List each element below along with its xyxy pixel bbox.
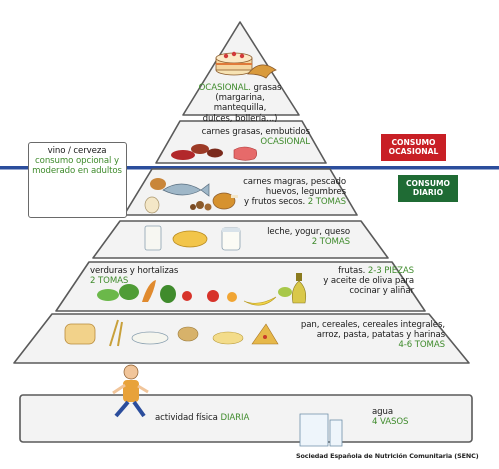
badge-occasional bbox=[381, 134, 446, 161]
base-activity-tag: DIARIA bbox=[220, 413, 250, 423]
vegetables-icon bbox=[97, 280, 192, 303]
cake-icon bbox=[215, 51, 253, 76]
tier-top-line3: dulces, bollería...) bbox=[202, 113, 278, 124]
wine-line3: moderado en adultos bbox=[32, 166, 122, 177]
tier-dairy bbox=[92, 220, 389, 259]
badge-daily-line1: CONSUMO bbox=[405, 179, 451, 188]
ham-icon bbox=[233, 146, 257, 161]
badge-occasional-text: CONSUMO OCASIONAL bbox=[381, 138, 446, 156]
tier-veg-line1: verduras y hortalizas bbox=[90, 266, 179, 276]
tier-proteins-tag: 2 TOMAS bbox=[307, 197, 346, 208]
tier-base bbox=[19, 394, 473, 443]
tier-dairy-tag: 2 TOMAS bbox=[311, 237, 350, 248]
egg-icon bbox=[144, 196, 160, 214]
tier-meats-text: carnes grasas, embutidos OCASIONAL bbox=[185, 127, 310, 147]
tier-veg-tag: 2 TOMAS bbox=[90, 276, 129, 287]
potatoes-icon bbox=[177, 326, 199, 342]
badge-occasional-line2: OCASIONAL bbox=[388, 146, 439, 156]
tier-meats-tag: OCASIONAL bbox=[260, 137, 310, 148]
cheese-icon bbox=[172, 230, 208, 248]
croissant-icon bbox=[247, 64, 277, 79]
tier-cereals-line2: arroz, pasta, patatas y harinas bbox=[316, 330, 445, 341]
divider-line bbox=[0, 166, 499, 170]
bread-icon bbox=[64, 323, 96, 345]
base-water: agua bbox=[372, 407, 394, 417]
wine-note-text: vino / cerveza consumo opcional y modera… bbox=[30, 146, 124, 177]
tier-proteins bbox=[123, 168, 358, 216]
credit-text: Sociedad Española de Nutrición Comunitar… bbox=[296, 452, 479, 460]
wheat-icon bbox=[109, 319, 123, 347]
badge-occasional-line1: CONSUMO bbox=[391, 138, 436, 147]
tier-veg-text: verduras y hortalizas 2 TOMAS bbox=[90, 266, 200, 286]
tier-fruit-line2: y aceite de oliva para bbox=[323, 276, 414, 287]
water-jug-icon bbox=[299, 413, 343, 447]
wine-line1: vino / cerveza bbox=[47, 146, 107, 156]
runner-icon bbox=[112, 364, 149, 418]
wine-note-box bbox=[28, 142, 127, 218]
badge-daily bbox=[398, 175, 458, 202]
tier-proteins-line3: y frutos secos. bbox=[243, 197, 306, 208]
tier-meats-line1: carnes grasas, embutidos bbox=[201, 127, 310, 137]
tier-dairy-line1: leche, yogur, queso bbox=[267, 227, 350, 237]
tier-top-rest: grasas bbox=[250, 83, 282, 93]
tier-top-text: OCASIONAL. grasas (margarina, mantequill… bbox=[188, 83, 292, 124]
base-activity: actividad física bbox=[155, 413, 218, 423]
nuts-icon bbox=[190, 201, 212, 211]
tier-fruit-line3: cocinar y aliñar bbox=[349, 286, 414, 297]
pasta-icon bbox=[212, 331, 244, 345]
wine-line2: consumo opcional y bbox=[35, 156, 119, 167]
olive-oil-icon bbox=[291, 273, 307, 304]
fish-icon bbox=[162, 183, 210, 197]
tier-proteins-line2: huevos, legumbres bbox=[265, 187, 346, 198]
rice-icon bbox=[131, 331, 169, 345]
tier-fruit-line1: frutas. bbox=[338, 266, 366, 276]
chicken-icon bbox=[212, 192, 238, 210]
base-water-tag: 4 VASOS bbox=[372, 417, 409, 428]
tier-dairy-text: leche, yogur, queso 2 TOMAS bbox=[245, 227, 350, 247]
base-water-text: agua 4 VASOS bbox=[372, 407, 432, 427]
tier-top-tag: OCASIONAL. bbox=[198, 83, 251, 93]
fruits-icon bbox=[207, 287, 292, 306]
milk-glass-icon bbox=[144, 225, 162, 251]
yogurt-icon bbox=[221, 227, 241, 251]
base-activity-text: actividad física DIARIA bbox=[155, 413, 275, 423]
badge-daily-text: CONSUMO DIARIO bbox=[398, 179, 458, 197]
tier-fruit-tag: 2-3 PIEZAS bbox=[367, 266, 414, 276]
tier-cereals-line1: pan, cereales, cereales integrales, bbox=[300, 320, 445, 330]
tier-proteins-text: carnes magras, pescado huevos, legumbres… bbox=[222, 177, 346, 208]
tier-fruit-text: frutas. 2-3 PIEZAS y aceite de oliva par… bbox=[300, 266, 414, 297]
tier-cereals-tag: 4-6 TOMAS bbox=[398, 340, 445, 351]
pizza-icon bbox=[251, 323, 279, 345]
tier-cereals-text: pan, cereales, cereales integrales, arro… bbox=[280, 320, 445, 351]
legumes-icon bbox=[150, 178, 166, 190]
tier-top-line2: (margarina, mantequilla, bbox=[213, 93, 267, 114]
tier-proteins-line1: carnes magras, pescado bbox=[243, 177, 346, 187]
badge-daily-line2: DIARIO bbox=[412, 187, 444, 197]
sausages-icon bbox=[171, 144, 223, 160]
